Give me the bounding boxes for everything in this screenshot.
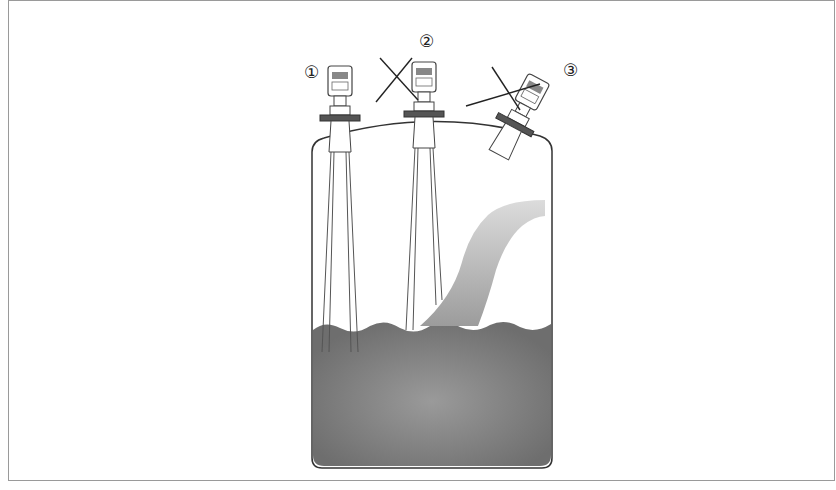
callout-number: ① bbox=[303, 64, 320, 81]
radar-sensor bbox=[320, 66, 360, 152]
radar-sensor bbox=[481, 69, 557, 164]
radar-sensor bbox=[404, 62, 444, 148]
frame bbox=[9, 1, 835, 481]
liquid bbox=[313, 322, 551, 466]
tank-outline bbox=[312, 121, 552, 468]
callout-number: ② bbox=[418, 33, 435, 50]
inflow-stream bbox=[420, 200, 545, 326]
radar-beams bbox=[322, 148, 442, 352]
cross-mark bbox=[466, 67, 540, 110]
cross-mark bbox=[376, 58, 418, 102]
callout-number: ③ bbox=[562, 62, 579, 79]
